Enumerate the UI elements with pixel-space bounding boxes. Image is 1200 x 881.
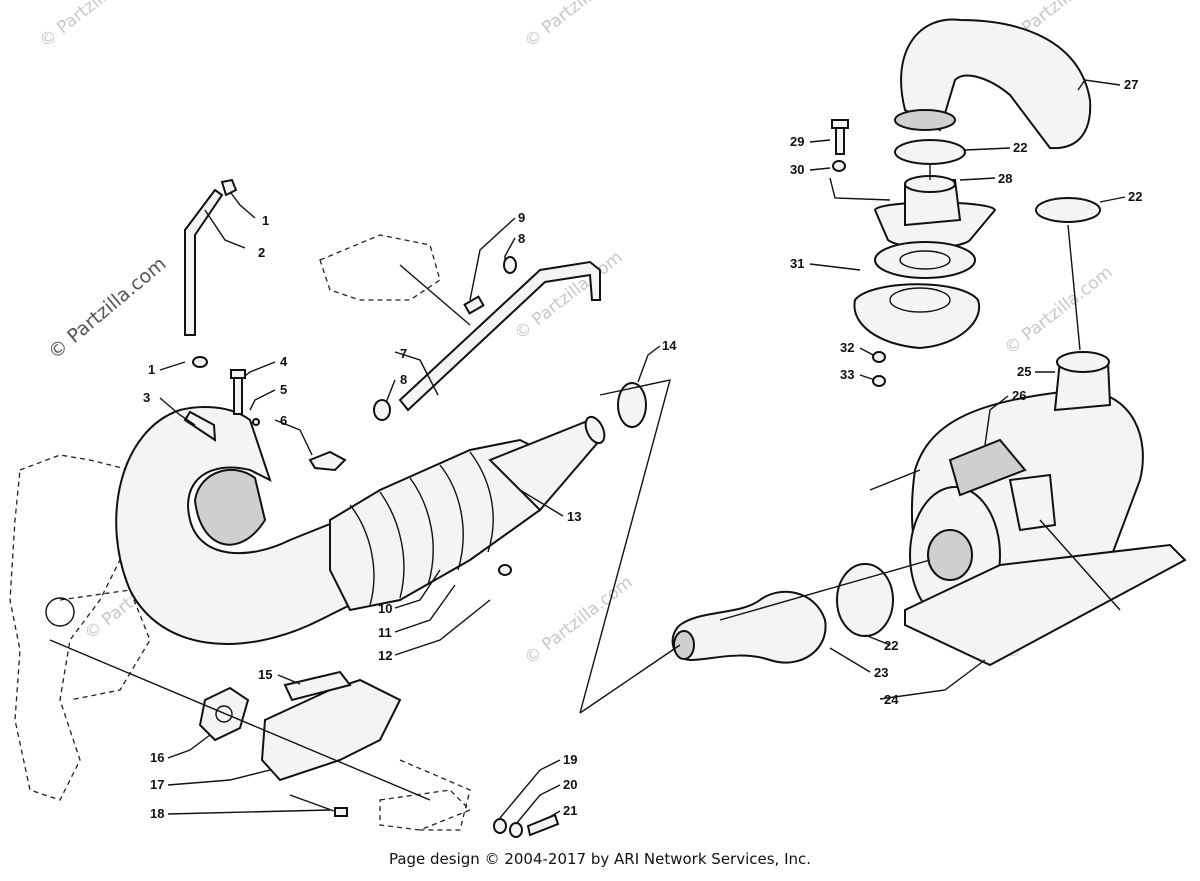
callout-3: 3 [143, 390, 150, 405]
callout-6: 6 [280, 413, 287, 428]
watermark: © Partzilla.com [44, 253, 170, 364]
airbox-silencer [904, 351, 1187, 667]
engine-outline [9, 234, 472, 831]
callout-8: 8 [518, 231, 525, 246]
callout-13: 13 [567, 509, 581, 524]
elbow-hose [894, 18, 1092, 150]
callout-2: 2 [258, 245, 265, 260]
tubes [184, 188, 601, 472]
intake-boot [671, 590, 827, 664]
callout-5: 5 [280, 382, 287, 397]
flange-gasket [853, 175, 997, 350]
callout-33: 33 [840, 367, 854, 382]
callout-22: 22 [1128, 189, 1142, 204]
callout-20: 20 [563, 777, 577, 792]
exhaust-pipe [115, 406, 606, 645]
callout-19: 19 [563, 752, 577, 767]
watermark: © Partzilla.com [521, 572, 637, 669]
callout-15: 15 [258, 667, 272, 682]
watermark: © Partzilla.com [521, 0, 637, 52]
callout-17: 17 [150, 777, 164, 792]
callout-16: 16 [150, 750, 164, 765]
watermark: © Partzilla.com [36, 0, 152, 52]
callout-27: 27 [1124, 77, 1138, 92]
leader-lines [49, 79, 1126, 825]
page-footer: Page design © 2004-2017 by ARI Network S… [388, 850, 812, 868]
callout-18: 18 [150, 806, 164, 821]
callout-14: 14 [662, 338, 677, 353]
callout-labels: 1 2 1 3 4 5 6 7 8 8 9 10 11 12 13 14 15 … [143, 77, 1142, 821]
callout-29: 29 [790, 134, 804, 149]
callout-22: 22 [1013, 140, 1027, 155]
callout-1: 1 [148, 362, 155, 377]
callout-7: 7 [400, 346, 407, 361]
watermark: © Partzilla.com [1001, 262, 1117, 359]
callout-32: 32 [840, 340, 854, 355]
callout-21: 21 [563, 803, 577, 818]
callout-30: 30 [790, 162, 804, 177]
callout-11: 11 [378, 625, 392, 640]
callout-12: 12 [378, 648, 392, 663]
callout-28: 28 [998, 171, 1012, 186]
callout-23: 23 [874, 665, 888, 680]
callout-8: 8 [400, 372, 407, 387]
callout-22: 22 [884, 638, 898, 653]
callout-24: 24 [884, 692, 899, 707]
hardware [192, 119, 886, 576]
callout-9: 9 [518, 210, 525, 225]
callout-1: 1 [262, 213, 269, 228]
callout-10: 10 [378, 601, 392, 616]
callout-31: 31 [790, 256, 804, 271]
callout-25: 25 [1017, 364, 1031, 379]
callout-26: 26 [1012, 388, 1026, 403]
callout-4: 4 [280, 354, 288, 369]
